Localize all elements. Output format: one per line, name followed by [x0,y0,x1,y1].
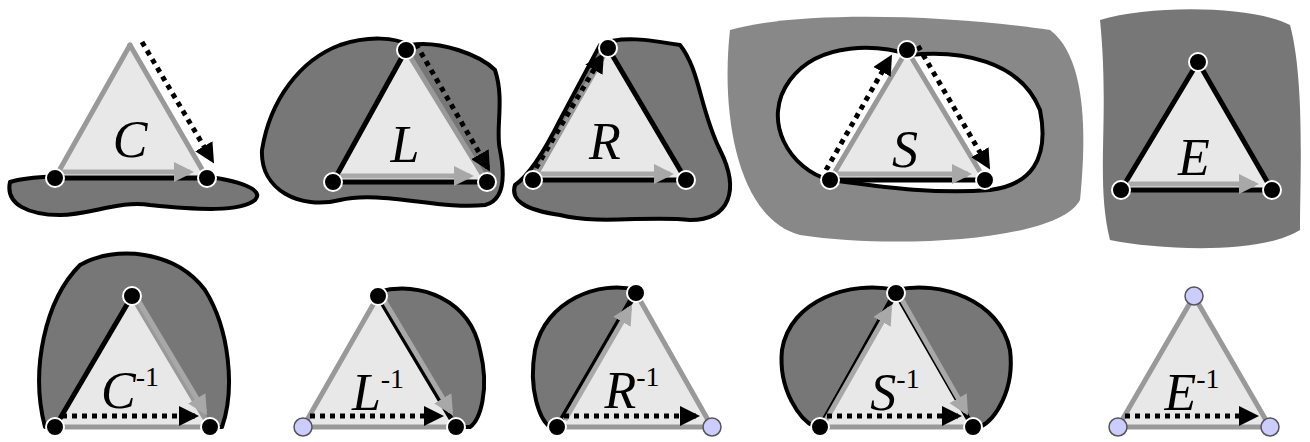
triangle-label: L-1 [352,365,404,419]
operation-letter: S [870,364,896,421]
inverse-exponent: -1 [136,361,159,392]
triangle-label: S-1 [870,365,919,419]
triangle-label: E [1178,132,1210,184]
triangle-label: R-1 [604,363,659,417]
inverse-exponent: -1 [1196,363,1219,394]
operation-letter: L [391,116,420,173]
operation-letter: E [1178,129,1210,186]
operation-letter: R [589,113,621,170]
operation-letter: C [113,111,148,168]
operation-letter: E [1164,364,1196,421]
inverse-exponent: -1 [381,363,404,394]
triangle-label: L [391,119,420,171]
triangle-label: R [589,116,621,168]
operation-letter: R [604,362,636,419]
operation-letter: S [892,121,918,178]
triangle-label: C-1 [101,363,159,417]
triangle-label: S [892,124,918,176]
triangle-label: E-1 [1164,365,1219,419]
triangle-label: C [113,114,148,166]
operation-letter: C [101,362,136,419]
operation-letter: L [352,364,381,421]
inverse-exponent: -1 [896,363,919,394]
inverse-exponent: -1 [636,361,659,392]
